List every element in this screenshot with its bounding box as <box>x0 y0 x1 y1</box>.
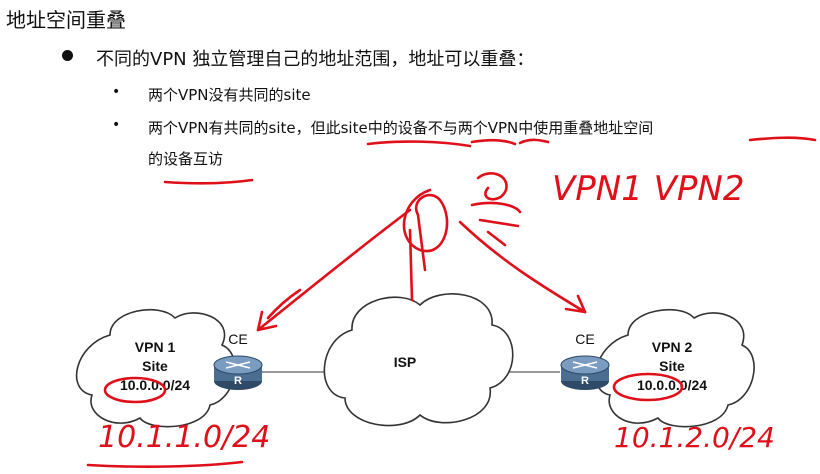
handwritten-right-prefix: 10.1.2.0/24 <box>614 421 775 454</box>
bullet-dot-icon <box>62 50 73 61</box>
underline-ink <box>518 138 550 145</box>
underline-ink <box>163 178 254 185</box>
underline-ink <box>748 136 817 142</box>
site-cloud-right-icon <box>594 309 755 428</box>
isp-label: ISP <box>394 354 417 370</box>
sub-bullet-text: 两个VPN没有共同的site <box>148 86 311 104</box>
site-left-prefix: 10.0.0.0/24 <box>120 377 190 393</box>
sub-bullet-marker: • <box>112 84 121 100</box>
underline-ink <box>366 140 472 148</box>
arrow-ink <box>458 220 587 314</box>
site-right-type: Site <box>659 358 685 374</box>
site-left-type: Site <box>142 358 168 374</box>
site-cloud-left-icon <box>75 309 236 428</box>
isp-cloud-icon <box>323 293 514 427</box>
slide-title: 地址空间重叠 <box>6 8 126 32</box>
handwritten-annotations: VPN1 VPN2 10.1.1.0/24 10.1.2.0/24 <box>86 136 817 468</box>
handwritten-left-prefix: 10.1.1.0/24 <box>98 420 270 455</box>
site-left-name: VPN 1 <box>135 339 176 355</box>
router-right-letter: R <box>581 375 589 387</box>
arrow-head-ink <box>564 294 587 314</box>
underline-ink <box>470 138 517 146</box>
ce-right-label: CE <box>575 331 594 347</box>
site-right-name: VPN 2 <box>652 339 693 355</box>
sub-bullet-text: 两个VPN有共同的site，但此site中的设备不与两个VPN中使用重叠地址空间 <box>148 119 654 137</box>
circle-ink <box>103 376 167 404</box>
sub-bullet-marker: • <box>112 117 121 133</box>
arrow-head-ink <box>256 310 278 332</box>
ce-left-label: CE <box>228 331 247 347</box>
site-right-prefix: 10.0.0.0/24 <box>637 377 707 393</box>
arrow-ink <box>266 288 302 320</box>
handwritten-char-ink <box>402 188 449 272</box>
handwritten-char-ink <box>470 172 522 247</box>
arrow-ink <box>408 228 414 302</box>
circle-ink <box>612 372 684 402</box>
router-left-letter: R <box>234 375 242 387</box>
handwritten-vpn-label: VPN1 VPN2 <box>552 169 744 209</box>
router-right-icon: R <box>560 355 610 390</box>
underline-ink <box>86 460 244 468</box>
arrow-ink <box>256 208 412 332</box>
router-left-icon: R <box>213 355 263 390</box>
sub-bullet-2-continuation: 的设备互访 <box>148 150 224 168</box>
main-bullet-text: 不同的VPN 独立管理自己的地址范围，地址可以重叠： <box>96 49 535 70</box>
